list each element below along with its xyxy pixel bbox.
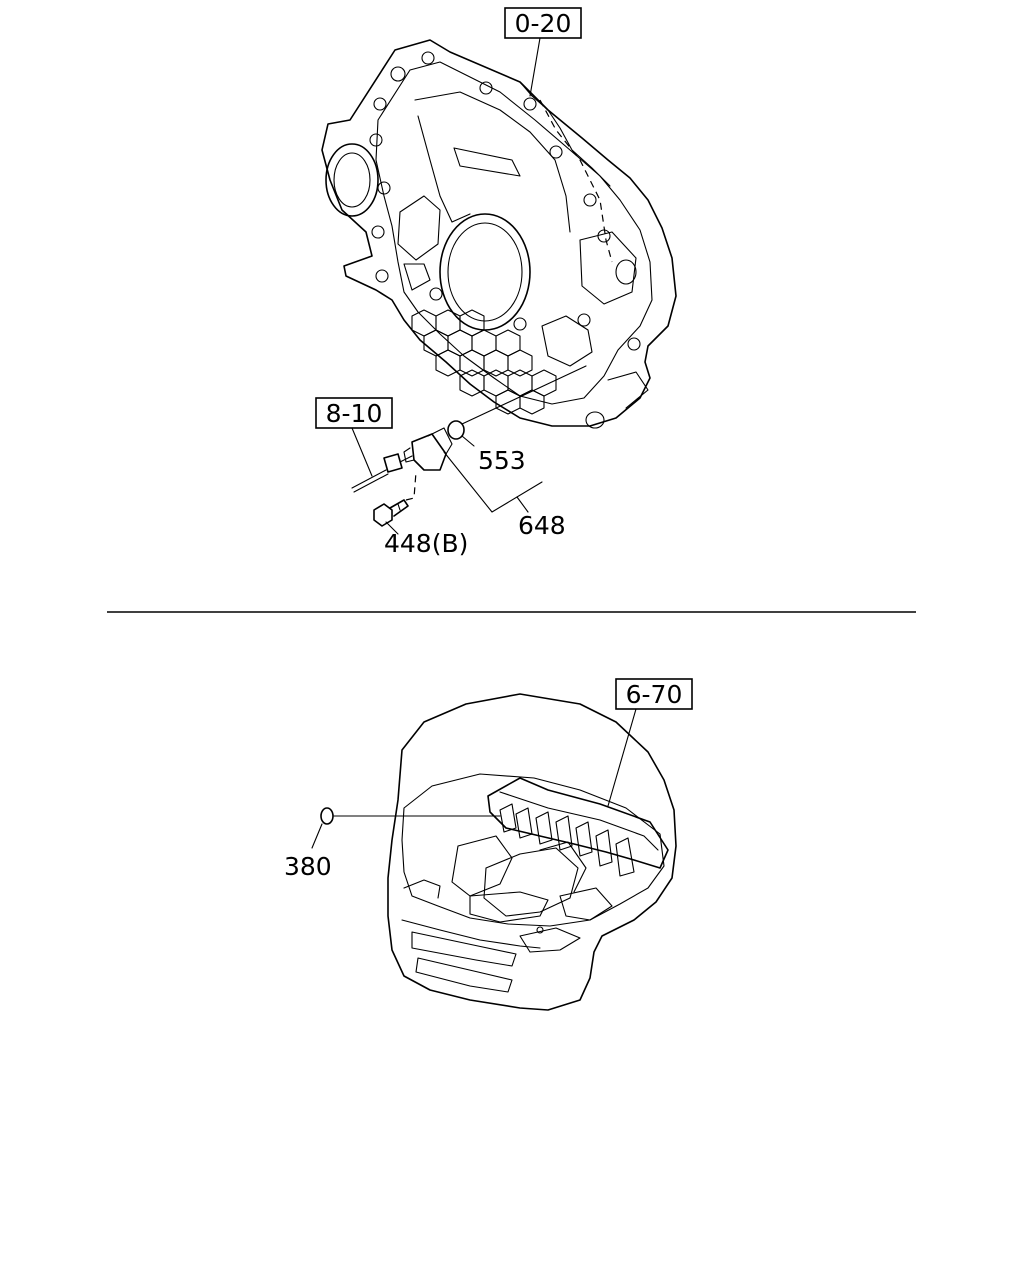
part-number-553[interactable]: 553 bbox=[478, 446, 526, 475]
leader-0-20 bbox=[529, 37, 541, 97]
leader-380 bbox=[311, 823, 323, 849]
leader-o-ring-to-housing bbox=[461, 365, 587, 425]
bolt-448b bbox=[373, 499, 409, 527]
ref-label-6-70: 6-70 bbox=[626, 680, 683, 709]
leader-8-10 bbox=[351, 427, 373, 477]
ref-label-0-20: 0-20 bbox=[515, 9, 572, 38]
housing-bolt-bosses bbox=[369, 51, 641, 351]
part-number-648[interactable]: 648 bbox=[518, 511, 566, 540]
sensor-assembly bbox=[351, 427, 453, 493]
leader-648-tail bbox=[516, 496, 529, 513]
honeycomb-pattern bbox=[411, 309, 557, 415]
leader-553 bbox=[461, 435, 475, 447]
o-ring-553 bbox=[447, 420, 465, 440]
leader-6-70 bbox=[607, 708, 637, 807]
flywheel-housing bbox=[321, 39, 677, 429]
grommet-380 bbox=[320, 807, 334, 825]
bolt-install-path bbox=[405, 471, 417, 501]
part-number-448b[interactable]: 448(B) bbox=[384, 529, 468, 558]
leader-448b bbox=[385, 521, 399, 535]
part-number-380[interactable]: 380 bbox=[284, 852, 332, 881]
ref-label-8-10: 8-10 bbox=[326, 399, 383, 428]
dashboard-louvers bbox=[499, 803, 635, 877]
ref-box-0-20[interactable]: 0-20 bbox=[504, 7, 582, 39]
truck-cab bbox=[387, 693, 677, 1011]
ref-box-8-10[interactable]: 8-10 bbox=[315, 397, 393, 429]
ref-box-6-70[interactable]: 6-70 bbox=[615, 678, 693, 710]
leader-648 bbox=[443, 451, 543, 513]
